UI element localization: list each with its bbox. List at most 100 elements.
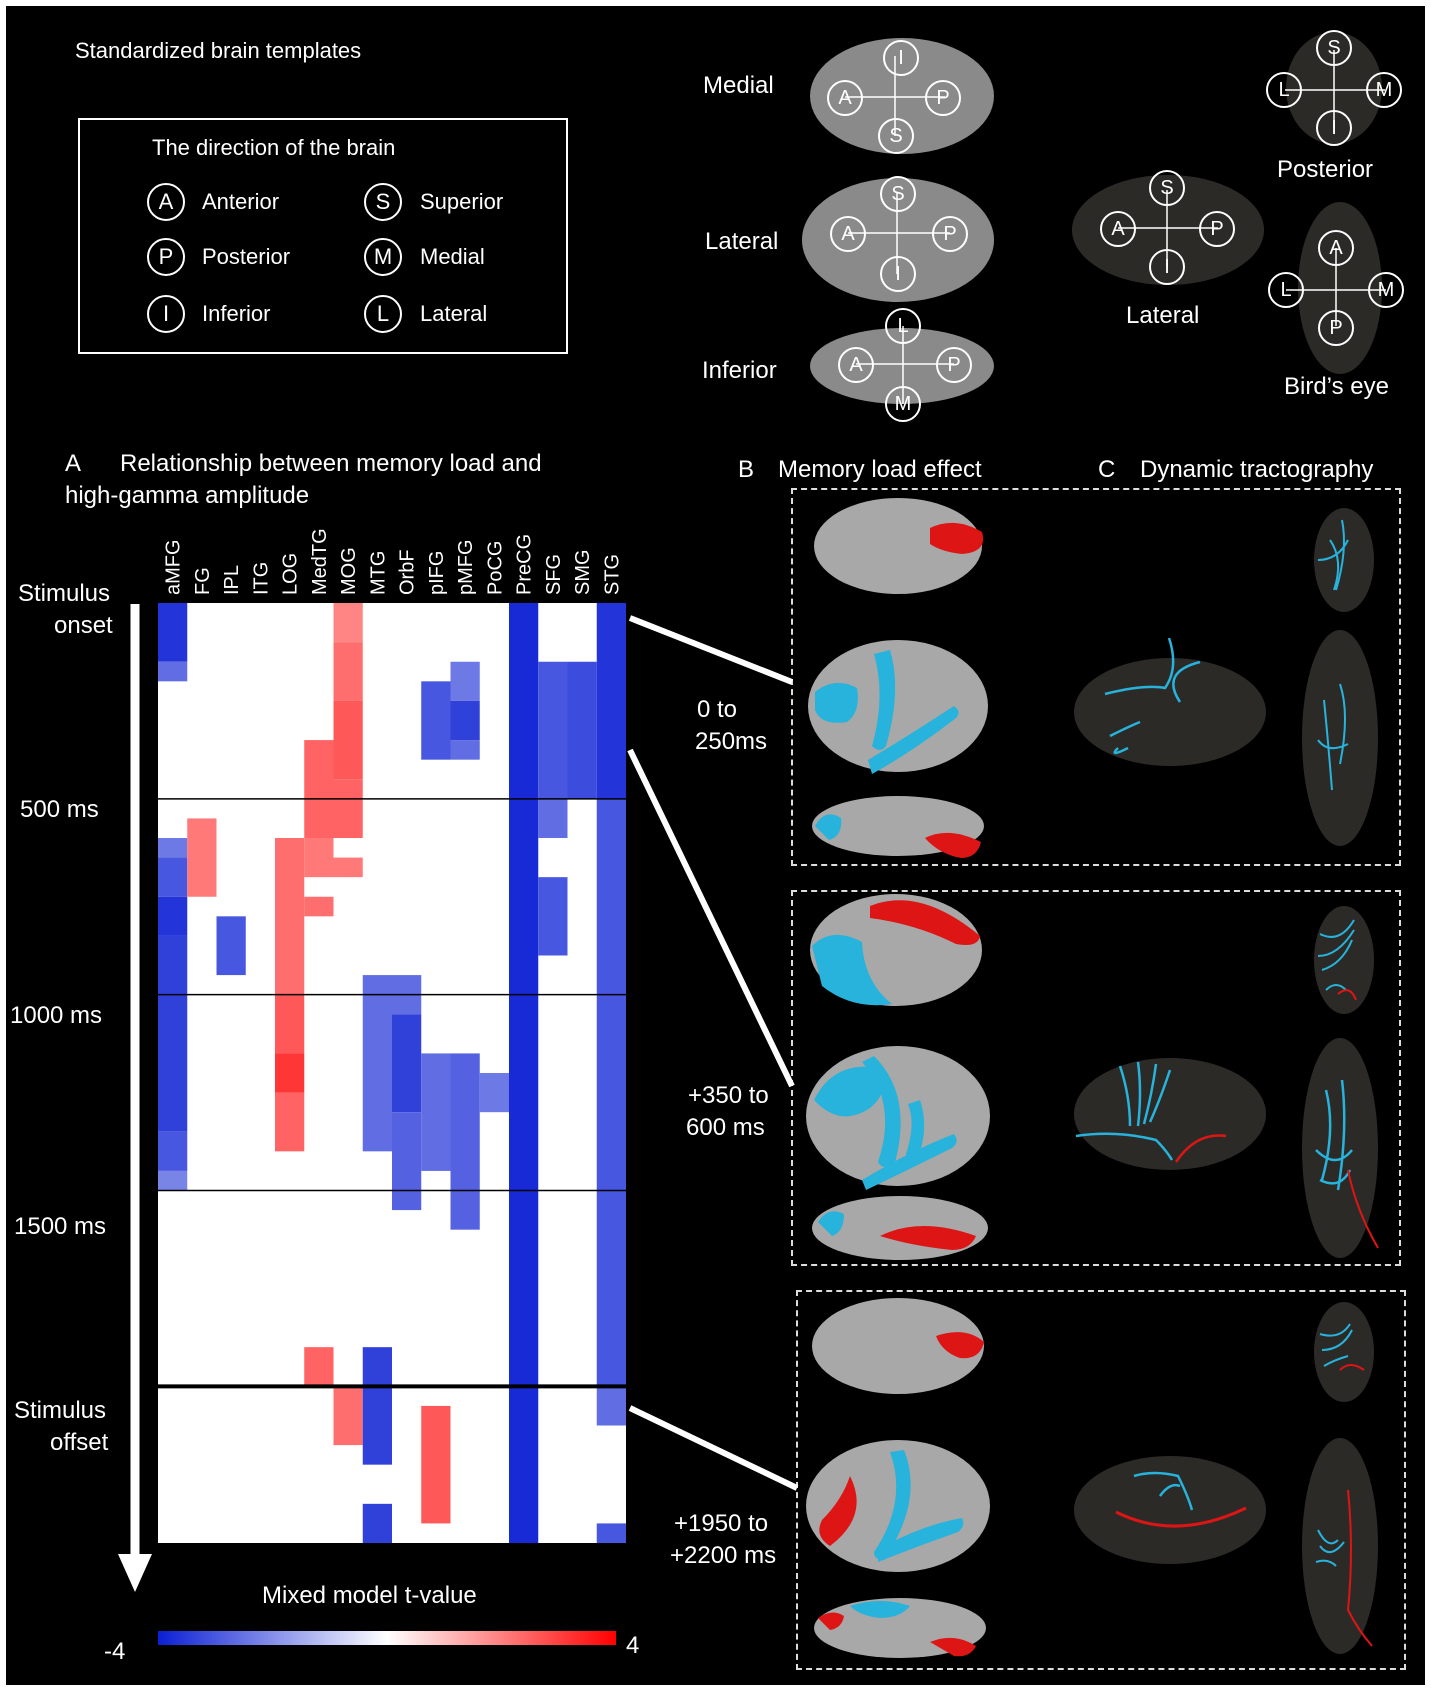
heatmap-cell-stg-44: [596, 798, 626, 1387]
window-box-2: [791, 890, 1401, 1266]
heatmap-cell-log-11: [275, 994, 305, 1054]
heatmap-cell-ipl-9: [216, 916, 246, 976]
birds-eye-l-icon: L: [1268, 272, 1304, 308]
heatmap-cell-fg-8: [187, 818, 217, 897]
view-label-inferior: Inferior: [702, 357, 777, 384]
heatmap-cell-sfg-39: [538, 661, 568, 799]
window-1-label-line2: 250ms: [695, 728, 768, 755]
column-label-medtg: MedTG: [309, 528, 331, 595]
column-label-itg: ITG: [250, 562, 272, 595]
window-1-label-line1: 0 to: [697, 696, 738, 723]
time-label-onset-1: Stimulus: [18, 580, 111, 607]
column-label-fg: FG: [192, 567, 214, 595]
panel-b-title: Memory load effect: [778, 456, 982, 483]
heatmap-cell-medtg-14: [304, 740, 334, 838]
panel-c-title: Dynamic tractography: [1140, 456, 1374, 483]
heatmap-cell-amfg-1: [158, 661, 188, 682]
medial-p-icon: P: [925, 80, 961, 116]
inferior-a-icon: A: [838, 347, 874, 383]
column-label-sfg: SFG: [543, 554, 565, 595]
column-label-pmfg: pMFG: [455, 539, 477, 595]
heatmap-cell-medtg-16: [304, 896, 334, 917]
birds-eye-m-icon: M: [1368, 272, 1404, 308]
window-box-1: [791, 488, 1401, 866]
column-label-stg: STG: [601, 554, 623, 595]
lateral-p-icon: P: [932, 216, 968, 252]
heatmap-cell-sfg-41: [538, 877, 568, 956]
heatmap-cell-mtg-26: [362, 1503, 392, 1543]
window-2-label-line1: +350 to: [688, 1082, 769, 1109]
column-label-mog: MOG: [338, 547, 360, 595]
inferior-p-icon: P: [936, 347, 972, 383]
heatmap-cell-amfg-0: [158, 603, 188, 662]
w3-lateral-glass: [1074, 1456, 1266, 1564]
window-2-label-line2: 600 ms: [686, 1114, 765, 1141]
legend-label-anterior: Anterior: [202, 189, 280, 214]
heatmap-cell-amfg-2: [158, 838, 188, 858]
column-label-pocg: PoCG: [484, 541, 506, 595]
legend-letter-s: S: [364, 183, 402, 221]
column-label-amfg: aMFG: [163, 539, 185, 595]
heatmap-cell-pmfg-36: [450, 1053, 480, 1230]
legend-letter-l: L: [364, 295, 402, 333]
medial-i-icon: I: [883, 40, 919, 76]
heatmap-cell-pmfg-35: [450, 740, 480, 760]
heatmap-cell-pmfg-33: [450, 661, 480, 701]
lateral-i-icon: I: [880, 256, 916, 292]
glass-lateral-brain: [1072, 175, 1264, 285]
inferior-l-icon: L: [885, 308, 921, 344]
birds-eye-a-icon: A: [1318, 230, 1354, 266]
birds-eye-p-icon: P: [1318, 310, 1354, 346]
column-label-ipl: IPL: [221, 565, 243, 595]
posterior-m-icon: M: [1366, 72, 1402, 108]
heatmap-cell-medtg-17: [304, 1347, 334, 1387]
colorbar-max-label: 4: [626, 1632, 640, 1659]
legend-label-inferior: Inferior: [202, 301, 271, 326]
heatmap-cell-pocg-37: [479, 1073, 509, 1113]
heatmap-cell-amfg-7: [158, 1170, 188, 1191]
heatmap-cell-stg-45: [596, 1386, 626, 1426]
heatmap-cell-pmfg-34: [450, 700, 480, 741]
time-label-500: 500 ms: [20, 796, 99, 823]
heatmap-cell-mog-20: [333, 700, 363, 780]
w3-posterior-glass: [1314, 1302, 1374, 1402]
panel-a-title-line2: high-gamma amplitude: [65, 482, 310, 509]
heatmap-cell-pifg-32: [421, 1405, 451, 1524]
heatmap-cell-orbf-28: [392, 1014, 422, 1113]
posterior-l-icon: L: [1266, 72, 1302, 108]
heatmap-cell-amfg-3: [158, 857, 188, 897]
glass-lateral-a-icon: A: [1100, 211, 1136, 247]
heatmap-cell-amfg-5: [158, 935, 188, 1132]
lateral-template-brain: [802, 178, 994, 302]
column-label-pifg: pIFG: [426, 551, 448, 595]
w2-birds-eye-glass: [1302, 1038, 1378, 1258]
colorbar-title: Mixed model t-value: [262, 1582, 477, 1609]
legend-label-medial: Medial: [420, 244, 485, 269]
heatmap-cell-amfg-6: [158, 1131, 188, 1171]
heatmap-cell-mtg-24: [362, 975, 392, 1152]
time-label-1500: 1500 ms: [14, 1213, 107, 1240]
legend-title: The direction of the brain: [152, 135, 396, 160]
legend-letter-m: M: [364, 238, 402, 276]
heatmap-cell-stg-46: [596, 1523, 626, 1543]
time-label-offset-2: offset: [50, 1429, 109, 1456]
glass-lateral-s-icon: S: [1149, 170, 1185, 206]
medial-a-icon: A: [827, 80, 863, 116]
panel-a-letter: A: [65, 450, 82, 477]
heatmap-cell-amfg-4: [158, 896, 188, 936]
templates-title: Standardized brain templates: [75, 38, 362, 63]
panel-b-letter: B: [738, 456, 755, 483]
heatmap-cell-mog-19: [333, 642, 363, 701]
w2-posterior-glass: [1314, 906, 1374, 1014]
window-3-label-line1: +1950 to: [674, 1510, 769, 1537]
heatmap-cell-mog-23: [333, 1386, 363, 1446]
w1-medial-brain: [814, 498, 982, 594]
colorbar-gradient: [158, 1631, 616, 1645]
heatmap-cell-sfg-40: [538, 798, 568, 838]
heatmap-cell-pifg-30: [421, 681, 451, 760]
w3-medial-brain: [812, 1298, 984, 1394]
time-arrow-head: [118, 1554, 152, 1592]
w1-birds-eye-glass: [1302, 630, 1378, 846]
